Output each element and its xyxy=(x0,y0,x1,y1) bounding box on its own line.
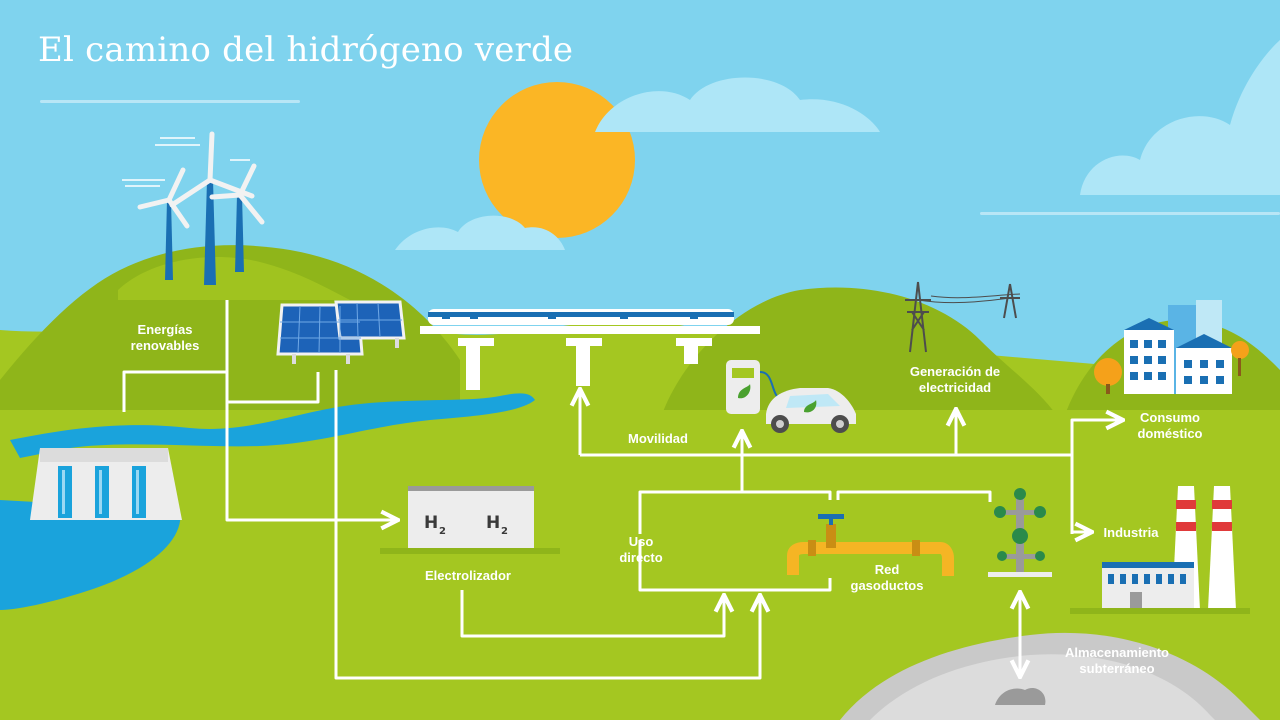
page-title: El camino del hidrógeno verde xyxy=(38,30,574,70)
factory-icon xyxy=(1070,486,1250,614)
solar-panel-icon xyxy=(276,300,406,364)
flow-line xyxy=(836,490,992,502)
flow-line xyxy=(638,540,832,592)
gas-cavern xyxy=(995,687,1046,705)
wind-turbine-icon xyxy=(122,131,265,285)
label-energias-renovables: Energías renovables xyxy=(130,322,200,353)
label-uso-directo: Uso directo xyxy=(619,534,663,565)
electric-car-icon xyxy=(766,388,856,433)
flow-line xyxy=(1070,420,1121,534)
label-red-gasoductos: Red gasoductos xyxy=(850,562,924,593)
sun-icon xyxy=(479,82,635,238)
city-buildings-icon xyxy=(1094,300,1249,400)
flow-line xyxy=(638,490,832,534)
bridge-deck xyxy=(420,326,760,334)
label-consumo-domestico: Consumo doméstico xyxy=(1137,410,1203,441)
flow-line xyxy=(334,370,760,680)
flow-line xyxy=(460,590,724,638)
label-industria: Industria xyxy=(1103,525,1159,540)
label-generacion-electricidad: Generación de electricidad xyxy=(909,364,1001,395)
power-tower-icon xyxy=(905,281,1021,353)
h2-mark: H xyxy=(486,513,500,533)
electrolyzer-icon: H 2 H 2 xyxy=(380,486,560,554)
flow-line xyxy=(225,300,396,520)
hydro-dam-icon xyxy=(30,448,182,520)
label-movilidad: Movilidad xyxy=(628,431,688,446)
pipeline-icon xyxy=(787,514,954,576)
cloud-icon xyxy=(395,40,1280,250)
h2-sub: 2 xyxy=(501,526,508,537)
h2-mark: H xyxy=(424,513,438,533)
label-almacenamiento-subterraneo: Almacenamiento subterráneo xyxy=(1064,645,1170,676)
train-icon xyxy=(420,309,760,390)
river xyxy=(10,393,535,458)
left-hill xyxy=(0,245,460,420)
flow-lines xyxy=(122,300,1121,680)
flow-line xyxy=(122,370,227,412)
reservoir xyxy=(0,500,181,610)
flow-line xyxy=(227,372,320,404)
gas-wellhead-icon xyxy=(988,488,1052,577)
label-electrolizador: Electrolizador xyxy=(425,568,511,583)
h2-sub: 2 xyxy=(439,526,446,537)
